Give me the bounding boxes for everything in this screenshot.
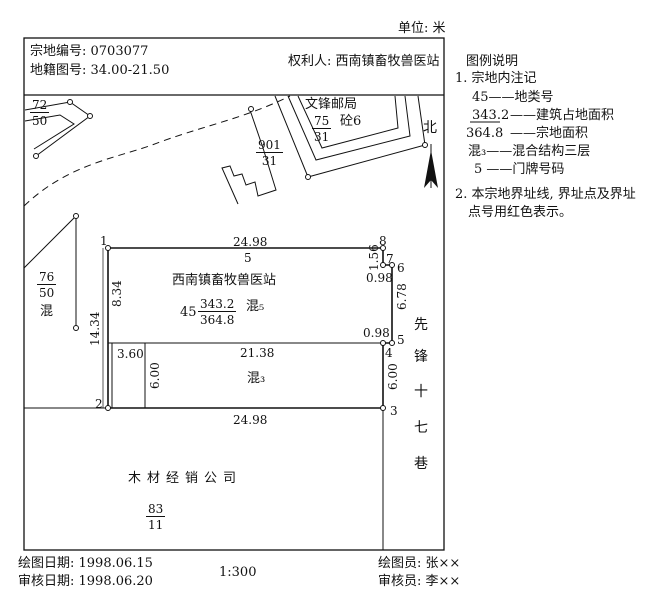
dim-left-total: 14.34 <box>88 311 102 346</box>
boundary-point-6 <box>389 262 395 268</box>
map-frame <box>23 37 445 551</box>
dim-left-upper: 8.34 <box>110 280 124 307</box>
lumber-company-name: 木材经销公司 <box>128 471 243 486</box>
post-office-point-b <box>422 142 428 148</box>
road-centerline-dashed <box>23 95 291 207</box>
post-office-structure: 砼6 <box>340 114 362 129</box>
main-building-structure: 混₅ <box>246 299 265 314</box>
dim-step-a: 0.98 <box>366 271 393 285</box>
legend-parcel-area-text: ——宗地面积 <box>510 126 589 141</box>
legend-item-2-line-1: 2. 本宗地界址线, 界址点及界址 <box>455 187 636 202</box>
top-left-point-a <box>67 99 73 105</box>
boundary-point-5 <box>389 340 395 346</box>
top-left-point-c <box>33 153 39 159</box>
post-office-building-outline <box>287 95 411 161</box>
street-char-1: 先 <box>414 317 428 333</box>
dim-top: 24.98 <box>233 235 268 249</box>
left-parcel-point-a <box>73 213 79 219</box>
boundary-point-4 <box>380 340 386 346</box>
map-sheet-number: 地籍图号: 34.00-21.50 <box>30 63 170 78</box>
top-left-building-outline <box>24 114 75 150</box>
top-left-parcel-boundary <box>24 101 91 157</box>
point-label-3: 3 <box>390 404 398 418</box>
boundary-point-1 <box>105 245 111 251</box>
stepped-building-outline <box>221 109 277 205</box>
review-date: 审核日期: 1998.06.20 <box>18 574 153 589</box>
draw-date: 绘图日期: 1998.06.15 <box>18 556 153 571</box>
north-label: 北 <box>423 120 437 136</box>
dim-bottom: 24.98 <box>233 413 268 427</box>
street-char-4: 七 <box>414 420 428 436</box>
map-scale: 1:300 <box>219 565 257 580</box>
point-label-7: 7 <box>386 252 394 266</box>
dim-right-156: 1.56 <box>367 244 381 271</box>
post-office-point-a <box>305 174 311 180</box>
sub-building-structure: 混₃ <box>247 371 266 386</box>
post-office-inner-outline <box>297 95 399 149</box>
legend-title: 图例说明 <box>466 54 519 69</box>
legend-door-number: 5 ——门牌号码 <box>474 162 565 177</box>
point-label-8: 8 <box>379 234 387 248</box>
post-office-name: 文锋邮局 <box>305 97 358 112</box>
point-label-2: 2 <box>95 397 103 411</box>
point-label-6: 6 <box>397 261 405 275</box>
reviewer-name: 审核员: 李×× <box>378 574 461 589</box>
left-parcel-point-b <box>73 325 79 331</box>
dim-right-678: 6.78 <box>395 283 409 310</box>
point-label-5: 5 <box>397 333 405 347</box>
post-office-parcel-boundary <box>274 95 426 178</box>
boundary-point-3 <box>380 405 386 411</box>
boundary-point-7 <box>380 262 386 268</box>
owner-name: 权利人: 西南镇畜牧兽医站 <box>288 54 440 69</box>
street-char-2: 锋 <box>414 349 428 365</box>
main-parcel-owner-name: 西南镇畜牧兽医站 <box>172 273 277 288</box>
dim-left-small: 3.60 <box>117 347 144 361</box>
dim-step-b: 0.98 <box>363 326 390 340</box>
legend-item-1: 1. 宗地内注记 <box>455 71 537 86</box>
drawer-name: 绘图员: 张×× <box>378 556 461 571</box>
unit-label: 单位: 米 <box>398 21 446 36</box>
point-label-4: 4 <box>385 346 393 360</box>
legend-item-2-line-2: 点号用红色表示。 <box>468 205 573 220</box>
north-arrow-icon <box>424 150 438 188</box>
boundary-point-2 <box>105 405 111 411</box>
street-char-3: 十 <box>414 384 428 400</box>
point-label-1: 1 <box>100 234 108 248</box>
dim-right-6: 6.00 <box>386 363 400 390</box>
legend-building-area-value: 343.2 <box>472 108 510 123</box>
door-number: 5 <box>244 251 252 265</box>
stepped-building-point <box>248 106 254 112</box>
parcel-number: 宗地编号: 0703077 <box>30 44 149 59</box>
top-left-point-b <box>87 113 93 119</box>
left-parcel-structure: 混 <box>40 304 54 319</box>
main-parcel-land-class: 45 <box>180 305 197 320</box>
legend-structure: 混₃——混合结构三层 <box>468 144 591 159</box>
boundary-point-8 <box>380 245 386 251</box>
street-char-5: 巷 <box>414 456 428 472</box>
dim-inner-6: 6.00 <box>148 362 162 389</box>
legend-building-area-text: ——建筑占地面积 <box>510 108 615 123</box>
legend-parcel-area-value: 364.8 <box>466 126 504 141</box>
dim-middle: 21.38 <box>240 346 275 360</box>
legend-land-class: 45——地类号 <box>472 90 554 105</box>
